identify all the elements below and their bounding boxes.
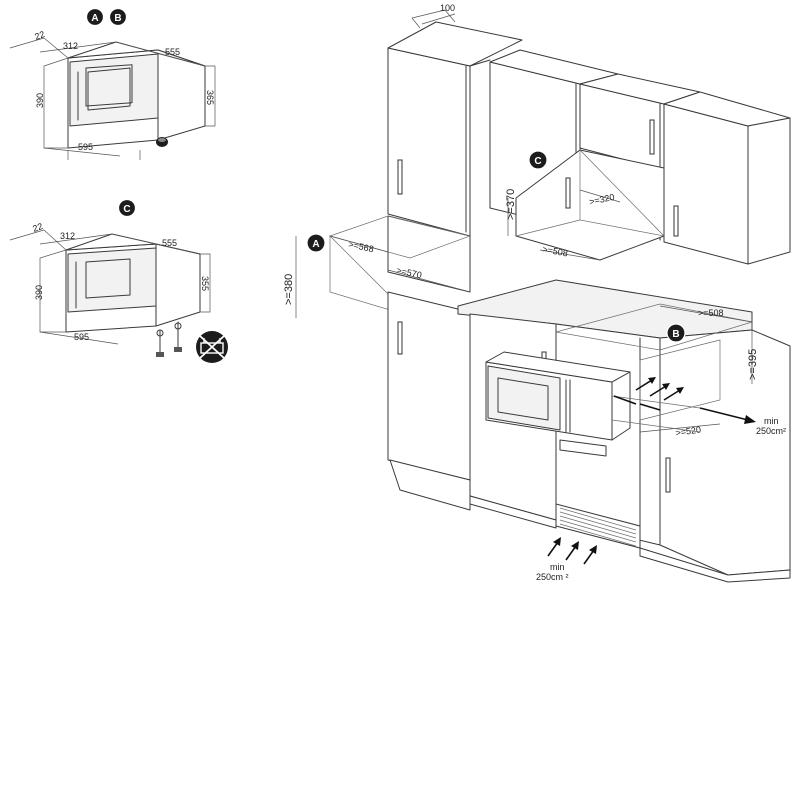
label-c-width: 595: [74, 332, 89, 342]
label-a-niche-depth: >=568: [348, 239, 375, 254]
label-ab-width-depth: 555: [165, 47, 180, 57]
badge-a-kitchen: A: [306, 233, 326, 253]
label-c-niche-width: >=508: [542, 244, 569, 258]
label-vent-front-area: 250cm ²: [536, 572, 569, 582]
label-vent-rear-min: min: [764, 416, 779, 426]
label-b-niche-width-top: >=508: [698, 308, 724, 318]
oven-ab-drawing: A B 22 312 555 390 365 595: [9, 7, 216, 160]
oven-b-installed: [485, 351, 701, 457]
label-ab-height-side: 365: [205, 90, 215, 105]
label-c-depth-front: 22: [31, 221, 44, 234]
badge-c-kitchen: C: [528, 150, 548, 170]
label-top-offset: 100: [440, 3, 455, 13]
airflow-arrows: [613, 377, 756, 424]
label-ab-height: 390: [35, 93, 45, 108]
badge-b: B: [108, 7, 128, 27]
crossed-out-feet-icon: [196, 331, 228, 363]
label-vent-front-min: min: [550, 562, 565, 572]
svg-text:C: C: [534, 156, 541, 167]
mounting-feet: [156, 321, 182, 357]
label-ab-depth-front: 22: [33, 29, 46, 42]
svg-text:B: B: [672, 329, 679, 340]
tall-cabinet-handle: [397, 159, 403, 195]
badge-b-kitchen: B: [666, 323, 686, 343]
label-b-niche-width-bottom: >=520: [675, 425, 702, 438]
label-c-height: 390: [34, 285, 44, 300]
svg-text:B: B: [114, 13, 121, 24]
svg-text:A: A: [91, 13, 98, 24]
svg-text:C: C: [123, 204, 130, 215]
label-c-height-side: 355: [200, 276, 210, 291]
badge-a: A: [85, 7, 105, 27]
vent-grille: [559, 507, 637, 547]
label-a-niche-height: >=380: [283, 274, 295, 305]
oven-c-drawing: C 22 312 555 390 355 595: [9, 198, 228, 363]
label-c-depth: 312: [60, 231, 75, 241]
label-vent-rear-area: 250cm²: [756, 426, 786, 436]
label-ab-depth: 312: [63, 41, 78, 51]
svg-text:A: A: [312, 239, 319, 250]
label-b-niche-height: >=395: [747, 349, 759, 380]
label-c-niche-height: >=370: [505, 189, 517, 220]
label-c-width-depth: 555: [162, 238, 177, 248]
label-ab-width: 595: [78, 142, 93, 152]
plinth-airflow-arrows: [547, 537, 597, 565]
kitchen-drawing: 100 C >=370 >=320 >=508: [283, 3, 791, 583]
badge-c-oven: C: [117, 198, 137, 218]
